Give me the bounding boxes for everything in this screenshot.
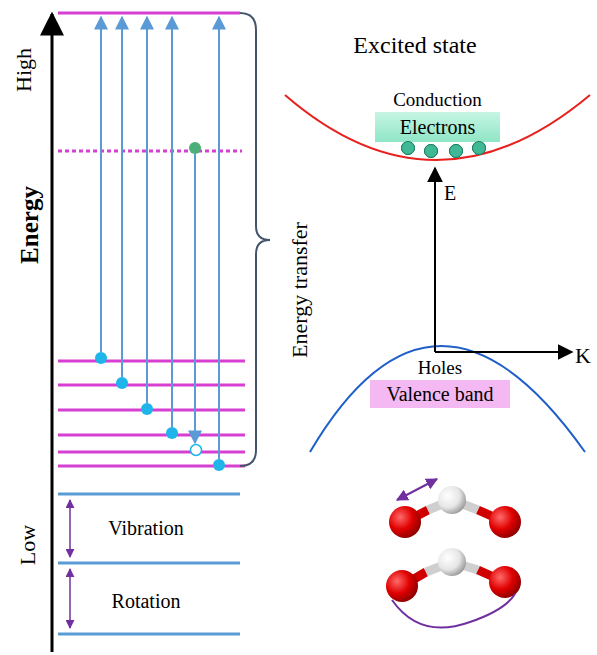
energy-levels — [58, 13, 245, 466]
band-heading: Conduction — [393, 90, 482, 111]
rotation-level — [58, 562, 240, 565]
electron-dot — [450, 145, 463, 158]
band-diagram — [285, 95, 590, 452]
band-label: Electrons — [400, 116, 476, 138]
molecule-bend — [386, 548, 521, 628]
valence-band-curve — [310, 346, 585, 452]
electron-dot — [189, 142, 201, 154]
electron-dot — [425, 145, 438, 158]
rotation-curve — [392, 594, 515, 628]
electron-dot — [141, 403, 153, 415]
electron-dot — [95, 352, 107, 364]
oxygen-atom — [389, 506, 421, 538]
axis-label: K — [575, 344, 591, 368]
excitation-arrow — [146, 17, 148, 403]
band-heading: Holes — [418, 358, 462, 379]
energy-level — [58, 360, 245, 363]
oxygen-atom — [386, 570, 418, 602]
level-gap-arrow — [69, 569, 71, 628]
energy-axis — [51, 14, 54, 652]
conduction-band-box: ConductionElectrons — [375, 112, 500, 142]
bracket-label: Energy transfer — [288, 222, 312, 358]
excitation-arrow — [218, 17, 220, 459]
electron-dot — [402, 142, 415, 155]
electron-dot — [473, 142, 486, 155]
electron-dot — [166, 427, 178, 439]
transition-arrows — [101, 17, 219, 459]
axis-title: Energy — [16, 186, 44, 264]
excitation-arrow — [171, 17, 173, 427]
electron-dot — [425, 145, 438, 158]
oxygen-atom — [489, 506, 521, 538]
ground-level — [58, 633, 240, 636]
electron-dot — [473, 142, 486, 155]
excitation-arrow — [121, 17, 123, 377]
bracket — [240, 13, 270, 466]
energy-level — [58, 434, 245, 437]
carbon-atom — [438, 548, 466, 576]
k-axis — [435, 351, 572, 353]
level-label: Vibration — [108, 517, 183, 539]
axis-end-label: High — [12, 48, 36, 92]
axis-end-label: Low — [16, 525, 40, 565]
electron-dot — [450, 145, 463, 158]
stretch-arrow — [397, 479, 437, 500]
hole-circle — [191, 445, 202, 456]
virtual-level — [58, 150, 242, 153]
energy-level — [58, 451, 245, 454]
electron-dot — [116, 377, 128, 389]
relaxation-arrow — [194, 154, 196, 443]
valence-band-box: HolesValence band — [370, 380, 510, 408]
energy-level — [58, 12, 240, 15]
axis-label: E — [444, 182, 456, 204]
oxygen-atom — [489, 566, 521, 598]
electron-dot — [213, 459, 225, 471]
level-gap-arrow — [69, 500, 71, 557]
low-levels — [58, 494, 240, 634]
vibration-level — [58, 493, 240, 496]
level-label: Rotation — [112, 590, 181, 612]
energy-level — [58, 384, 245, 387]
band-label: Valence band — [386, 383, 493, 405]
level-electrons — [95, 142, 225, 471]
carbon-atom — [438, 486, 466, 514]
energy-gap-arrow — [434, 168, 436, 352]
molecule-stretch — [389, 479, 521, 538]
conduction-electrons — [402, 142, 486, 158]
panel-title: Excited state — [353, 32, 476, 58]
excitation-arrow — [100, 17, 102, 352]
electron-dot — [402, 142, 415, 155]
